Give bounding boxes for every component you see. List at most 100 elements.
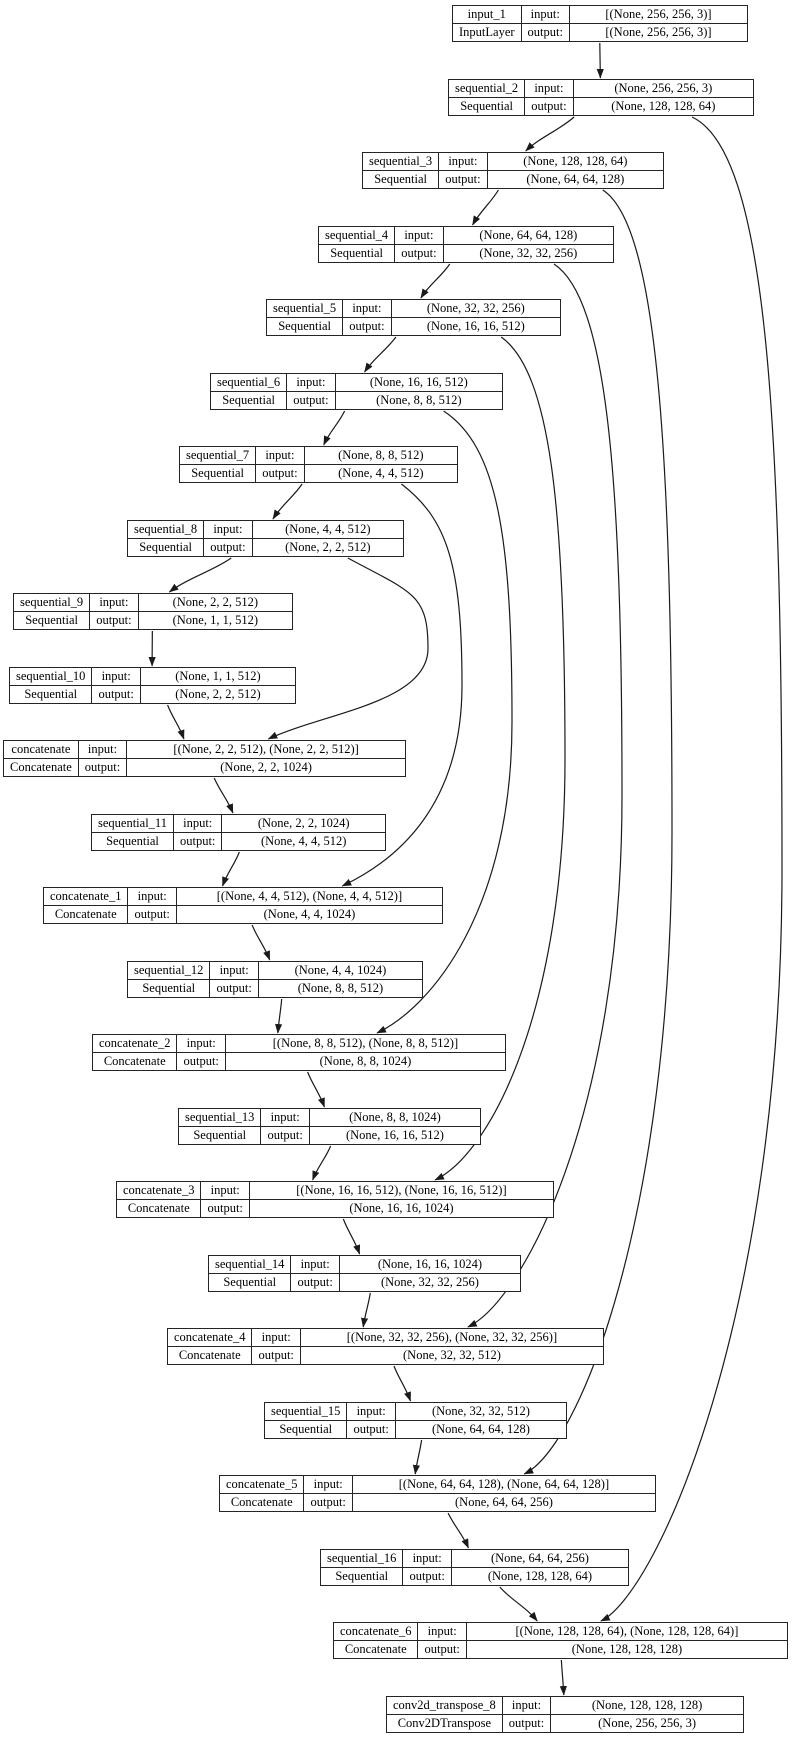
layer-type: Concatenate [218,1493,305,1512]
output-shape: (None, 64, 64, 256) [351,1493,657,1512]
input-shape: (None, 16, 16, 1024) [338,1255,522,1274]
edge-concatenate_4-to-sequential_15 [393,1365,412,1402]
output-label: output: [342,317,392,336]
layer-type: Sequential [178,464,257,483]
layer-type: Sequential [8,685,93,704]
layer-name: sequential_13 [177,1108,262,1127]
input-shape: (None, 256, 256, 3) [572,79,755,98]
edge-sequential_8-to-sequential_9 [168,557,232,593]
input-shape: (None, 32, 32, 256) [390,299,562,318]
edge-sequential_14-to-concatenate_4 [360,1292,371,1328]
input-label: input: [91,667,141,686]
layer-type: Sequential [263,1420,348,1439]
output-shape: (None, 8, 8, 512) [334,391,504,410]
edge-concatenate_3-to-sequential_14 [342,1218,361,1255]
edge-sequential_4-to-concatenate_4 [467,263,623,1328]
input-shape: (None, 1, 1, 512) [139,667,297,686]
layer-type: Sequential [209,391,288,410]
input-label: input: [209,961,259,980]
output-label: output: [91,685,141,704]
layer-name: input_1 [452,5,522,24]
output-label: output: [200,1199,250,1218]
layer-type: Concatenate [332,1640,419,1659]
output-label: output: [303,1493,353,1512]
input-label: input: [290,1255,340,1274]
layer-type: Sequential [361,170,440,189]
layer-type: Concatenate [3,758,79,777]
output-label: output: [290,1273,340,1292]
layer-name: conv2d_transpose_8 [386,1696,503,1715]
output-shape: (None, 64, 64, 128) [394,1420,568,1439]
input-shape: (None, 4, 4, 512) [251,520,405,539]
edge-sequential_5-to-concatenate_3 [434,336,566,1181]
edge-concatenate_1-to-sequential_12 [251,924,271,961]
edge-sequential_15-to-concatenate_5 [412,1439,423,1475]
edge-sequential_2-to-sequential_3 [525,116,575,152]
output-shape: (None, 8, 8, 512) [257,979,424,998]
output-label: output: [520,23,570,42]
input-shape: [(None, 4, 4, 512), (None, 4, 4, 512)] [175,887,444,906]
output-label: output: [286,391,336,410]
layer-type: Concatenate [166,1346,253,1365]
layer-name: sequential_6 [209,373,288,392]
layer-name: sequential_5 [265,299,344,318]
layer-name: sequential_12 [126,961,211,980]
layer-type: Concatenate [42,905,129,924]
input-label: input: [251,1328,301,1347]
output-shape: (None, 128, 128, 64) [572,97,755,116]
output-label: output: [402,1567,452,1586]
layer-type: Sequential [126,979,211,998]
layer-name: concatenate_2 [91,1034,178,1053]
layer-type: Sequential [177,1126,262,1145]
layer-name: sequential_15 [263,1402,348,1421]
layer-type: Sequential [447,97,526,116]
edge-sequential_7-to-concatenate_1 [341,483,463,887]
output-shape: (None, 16, 16, 512) [308,1126,482,1145]
output-shape: (None, 128, 128, 64) [450,1567,630,1586]
output-shape: (None, 8, 8, 1024) [224,1052,507,1071]
input-label: input: [342,299,392,318]
layer-name: concatenate_5 [218,1475,305,1494]
layer-name: sequential_16 [319,1549,404,1568]
input-label: input: [417,1622,467,1641]
input-label: input: [438,152,488,171]
input-label: input: [260,1108,310,1127]
edge-sequential_10-to-concatenate [167,704,185,740]
input-shape: (None, 16, 16, 512) [334,373,504,392]
input-label: input: [520,5,570,24]
input-label: input: [501,1696,552,1715]
output-shape: (None, 256, 256, 3) [550,1714,744,1733]
input-shape: [(None, 8, 8, 512), (None, 8, 8, 512)] [224,1034,507,1053]
edge-sequential_3-to-sequential_4 [472,189,499,226]
input-shape: [(None, 256, 256, 3)] [568,5,749,24]
input-label: input: [172,814,223,833]
